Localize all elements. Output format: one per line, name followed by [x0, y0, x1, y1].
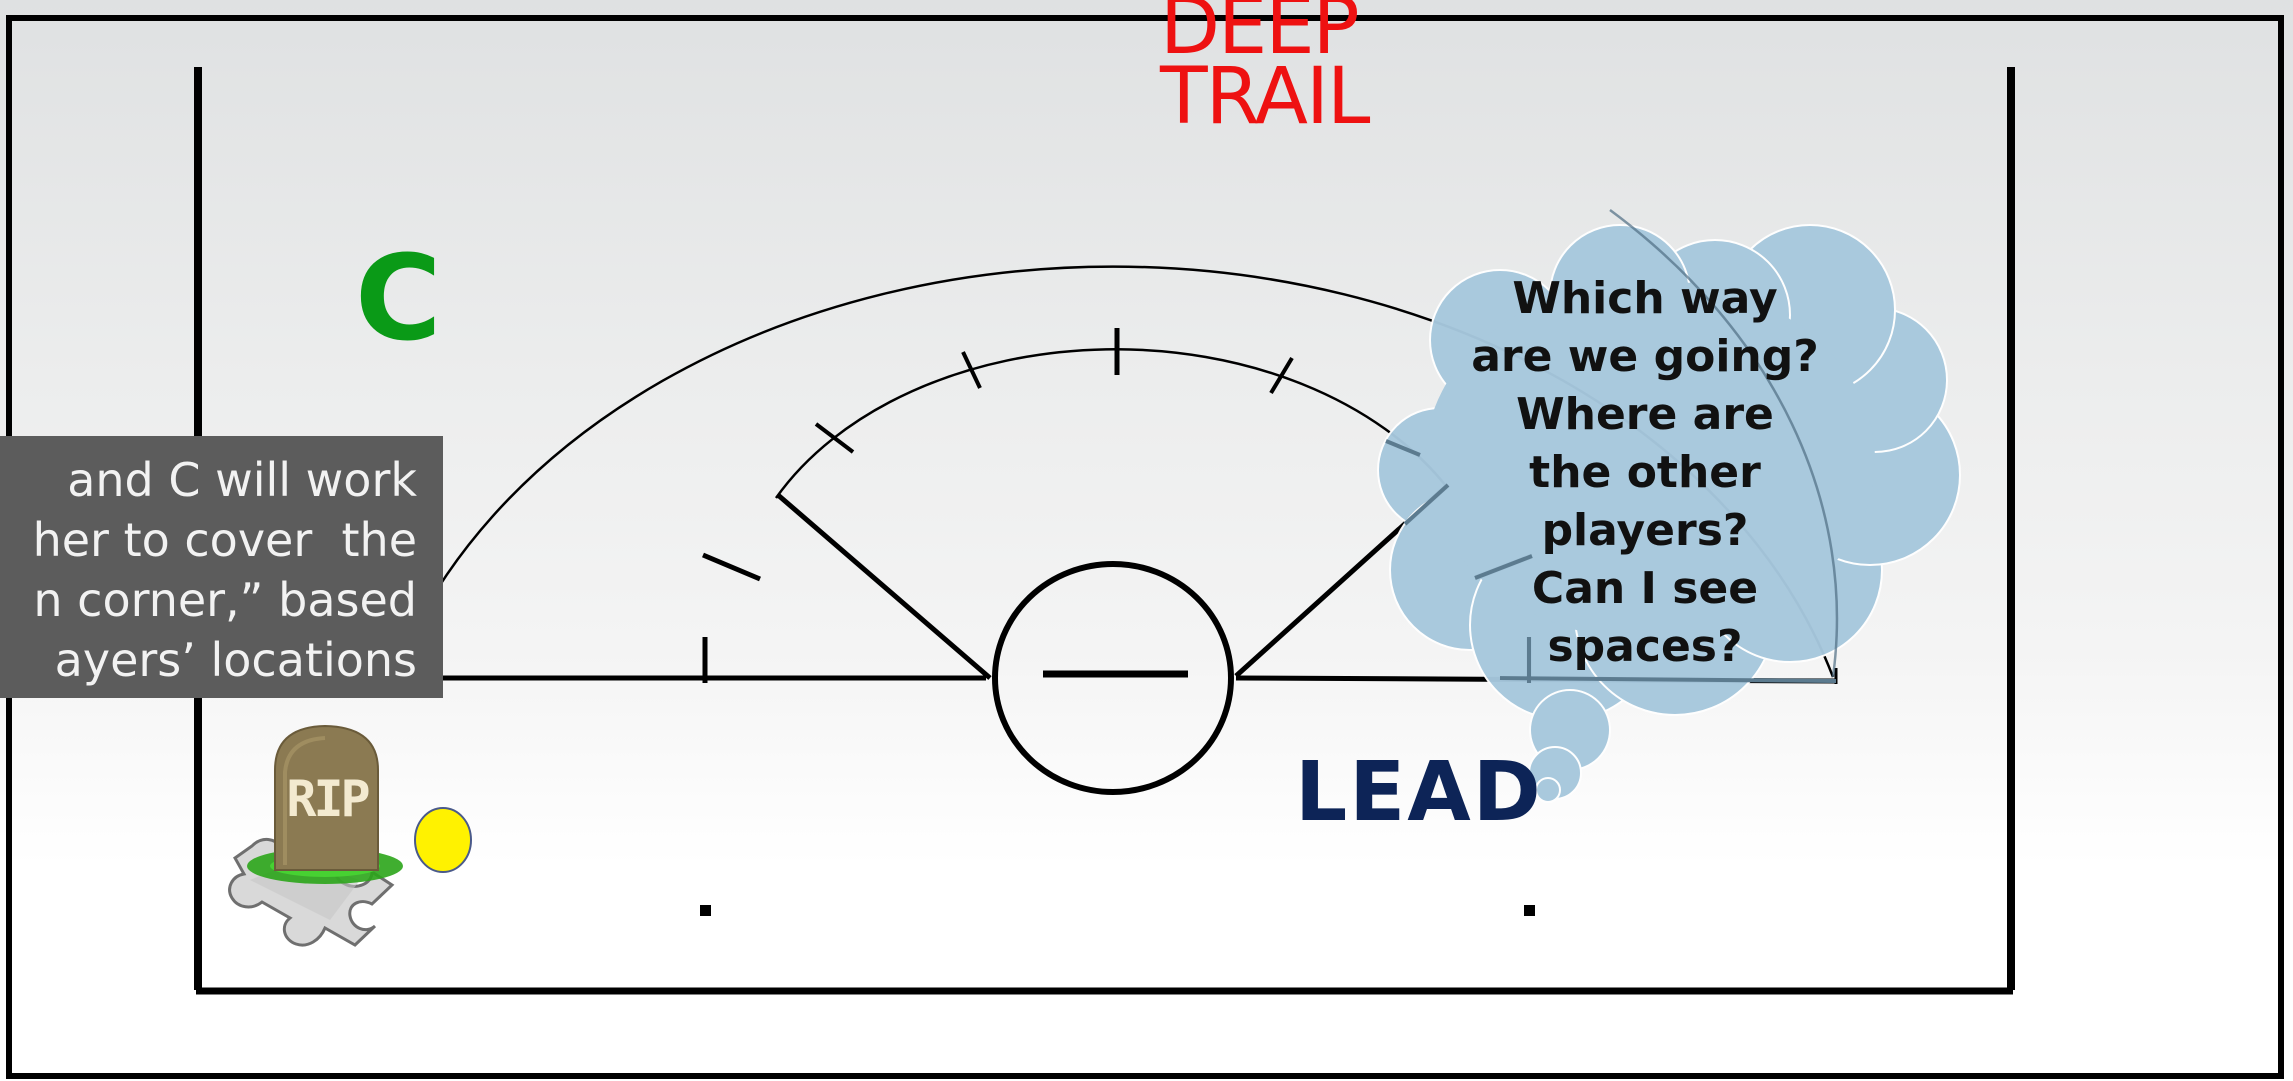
- center-official-label: C: [355, 229, 442, 367]
- center-circle: [992, 561, 1234, 795]
- fan-line-left: [776, 493, 992, 680]
- thought-bubble-small: [1535, 777, 1561, 803]
- thought-line: Where are: [1516, 389, 1774, 440]
- thought-line: spaces?: [1547, 621, 1743, 672]
- callout-box: and C will work her to cover the n corne…: [0, 436, 443, 698]
- thought-line: Which way: [1512, 273, 1778, 324]
- thought-cloud: [1377, 208, 1961, 803]
- ball-icon: [414, 807, 472, 873]
- deep-trail-line1: DEEP: [1160, 0, 1360, 72]
- tombstone-text: RIP: [286, 770, 370, 828]
- arc-hash: [814, 422, 855, 454]
- wing-hash-left: [702, 552, 761, 582]
- lead-label: LEAD: [1295, 745, 1543, 840]
- inner-arc: [774, 348, 1447, 499]
- spot-right: [1524, 905, 1535, 916]
- spot-left: [700, 905, 711, 916]
- arc-hash: [1269, 356, 1294, 395]
- deep-trail-label: DEEP TRAIL: [1160, 0, 1440, 142]
- tombstone-icon: [247, 724, 403, 884]
- thought-cloud-text: Which way are we going? Where are the ot…: [1430, 270, 1860, 676]
- thought-line: Can I see: [1531, 563, 1759, 614]
- callout-text: and C will work her to cover the n corne…: [32, 453, 417, 687]
- arc-hash: [961, 351, 982, 389]
- thought-line: players?: [1541, 505, 1749, 556]
- deep-trail-line2: TRAIL: [1160, 52, 1371, 142]
- thought-line: the other: [1529, 447, 1761, 498]
- thought-line: are we going?: [1471, 331, 1819, 382]
